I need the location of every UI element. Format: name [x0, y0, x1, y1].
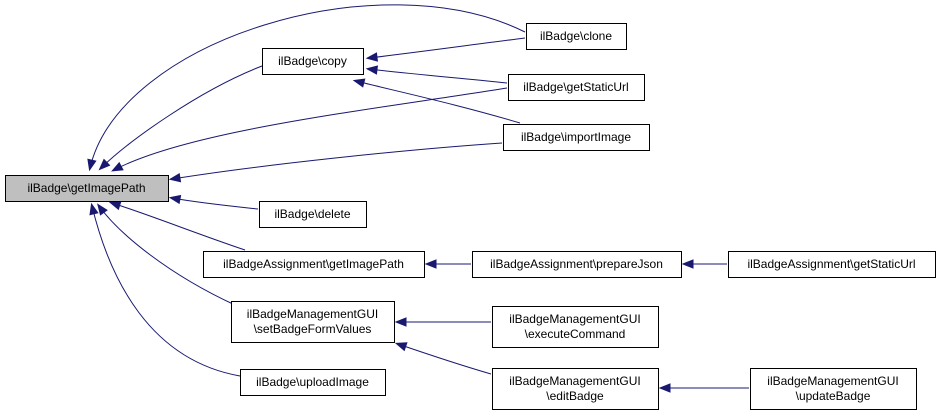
- arrowhead-icon: [365, 65, 379, 75]
- arrowhead-icon: [681, 259, 694, 269]
- node-box: [203, 251, 425, 278]
- arrowhead-icon: [365, 52, 378, 62]
- edge-executeCommand-to-setBadgeFormValues: [394, 317, 491, 327]
- node-label: ilBadge\getImagePath: [27, 181, 145, 195]
- arrowhead-icon: [168, 172, 182, 183]
- node-box: [5, 175, 169, 202]
- edge-delete-to-getImagePath: [168, 194, 259, 210]
- edge-editBadge-to-setBadgeFormValues: [394, 342, 492, 375]
- edge-importImage-to-getImagePath: [168, 142, 503, 183]
- node-box: [750, 368, 917, 410]
- node-importImage[interactable]: ilBadge\importImage: [503, 124, 650, 151]
- edge-setBadgeFormValues-to-getImagePath: [97, 203, 236, 306]
- node-getImagePath[interactable]: ilBadge\getImagePath: [5, 175, 169, 202]
- node-label: ilBadgeAssignment\getStaticUrl: [747, 257, 915, 271]
- arrowhead-icon: [98, 158, 111, 171]
- node-box: [728, 251, 936, 278]
- node-box: [503, 124, 650, 151]
- edges-layer: [87, 4, 750, 393]
- edge-assignGetImagePath-to-getImagePath: [108, 201, 246, 251]
- node-executeCommand[interactable]: ilBadgeManagementGUI\executeCommand: [492, 306, 659, 348]
- nodes-layer: ilBadge\getImagePath ilBadge\copy ilBadge\…: [5, 23, 936, 410]
- node-box: [262, 48, 364, 75]
- node-uploadImage[interactable]: ilBadge\uploadImage: [240, 369, 386, 396]
- edge-copy-to-getImagePath: [98, 65, 263, 171]
- edge-importImage-to-copy: [352, 78, 521, 124]
- edge-line: [397, 343, 492, 375]
- edge-clone-to-getImagePath: [87, 4, 526, 172]
- arrowhead-icon: [108, 201, 122, 211]
- node-label: \editBadge: [546, 389, 604, 403]
- node-label: ilBadgeManagementGUI: [509, 374, 640, 388]
- edge-line: [113, 87, 508, 171]
- node-label: ilBadge\copy: [278, 54, 347, 68]
- edge-line: [171, 197, 259, 210]
- node-box: [508, 74, 645, 101]
- node-editBadge[interactable]: ilBadgeManagementGUI\editBadge: [492, 368, 659, 410]
- edge-clone-to-copy: [365, 37, 526, 62]
- node-label: ilBadgeAssignment\prepareJson: [490, 257, 663, 271]
- node-box: [472, 251, 682, 278]
- node-box: [231, 301, 395, 343]
- edge-getStaticUrl-to-getImagePath: [111, 87, 508, 172]
- node-label: ilBadge\getStaticUrl: [523, 80, 628, 94]
- edge-assignGetStaticUrl-to-prepareJson: [681, 259, 727, 269]
- node-label: ilBadge\delete: [274, 207, 350, 221]
- node-updateBadge[interactable]: ilBadgeManagementGUI\updateBadge: [750, 368, 917, 410]
- node-clone[interactable]: ilBadge\clone: [526, 23, 627, 50]
- node-label: \setBadgeFormValues: [254, 322, 372, 336]
- node-delete[interactable]: ilBadge\delete: [259, 201, 367, 228]
- node-label: ilBadgeManagementGUI: [247, 307, 378, 321]
- node-copy[interactable]: ilBadge\copy: [262, 48, 364, 75]
- node-label: ilBadgeAssignment\getImagePath: [223, 257, 404, 271]
- arrowhead-icon: [97, 203, 108, 216]
- edge-line: [111, 202, 246, 251]
- node-box: [259, 201, 367, 228]
- edge-line: [368, 37, 526, 59]
- arrowhead-icon: [168, 194, 182, 205]
- node-getStaticUrl[interactable]: ilBadge\getStaticUrl: [508, 74, 645, 101]
- edge-prepareJson-to-assignGetImagePath: [424, 259, 471, 269]
- node-label: ilBadgeManagementGUI: [767, 374, 898, 388]
- node-assignGetStaticUrl[interactable]: ilBadgeAssignment\getStaticUrl: [728, 251, 936, 278]
- node-label: \executeCommand: [525, 327, 626, 341]
- edge-line: [91, 205, 241, 377]
- arrowhead-icon: [394, 342, 408, 352]
- node-box: [492, 368, 659, 410]
- node-label: ilBadge\clone: [540, 29, 612, 43]
- edge-getStaticUrl-to-copy: [365, 65, 508, 84]
- edge-line: [89, 4, 526, 169]
- node-label: \updateBadge: [796, 389, 871, 403]
- node-box: [240, 369, 386, 396]
- edge-line: [98, 205, 236, 306]
- node-assignGetImagePath[interactable]: ilBadgeAssignment\getImagePath: [203, 251, 425, 278]
- node-box: [492, 306, 659, 348]
- arrowhead-icon: [352, 78, 366, 88]
- node-label: ilBadge\uploadImage: [256, 375, 369, 389]
- node-label: ilBadge\importImage: [521, 130, 631, 144]
- edge-line: [368, 68, 508, 84]
- edge-line: [355, 80, 521, 124]
- edge-uploadImage-to-getImagePath: [89, 202, 241, 377]
- edge-updateBadge-to-editBadge: [658, 383, 750, 393]
- node-label: ilBadgeManagementGUI: [509, 312, 640, 326]
- edge-line: [171, 142, 503, 180]
- node-box: [526, 23, 627, 50]
- arrowhead-icon: [424, 259, 437, 269]
- node-prepareJson[interactable]: ilBadgeAssignment\prepareJson: [472, 251, 682, 278]
- arrowhead-icon: [394, 317, 407, 327]
- node-setBadgeFormValues[interactable]: ilBadgeManagementGUI\setBadgeFormValues: [231, 301, 395, 343]
- arrowhead-icon: [658, 383, 671, 393]
- arrowhead-icon: [111, 161, 124, 172]
- arrowhead-icon: [87, 158, 97, 172]
- arrowhead-icon: [89, 202, 99, 216]
- edge-line: [100, 65, 263, 169]
